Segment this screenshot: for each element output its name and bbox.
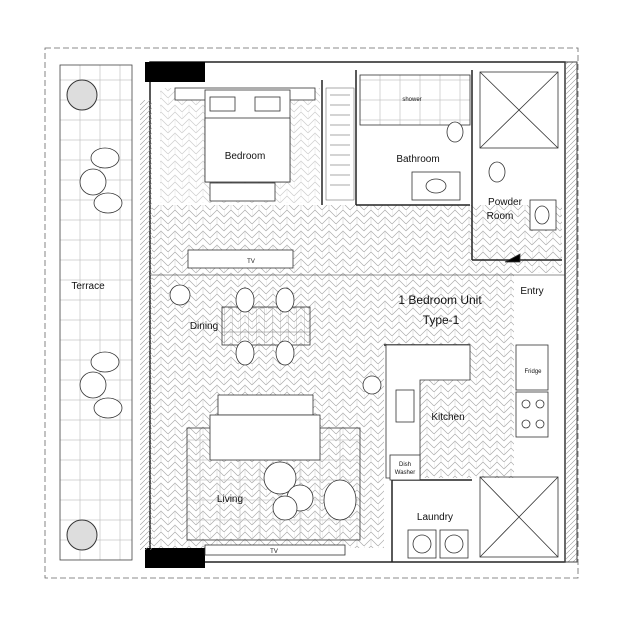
tv-cabinet-living — [204, 544, 346, 556]
plant-icon — [66, 79, 98, 111]
kitchen-counter — [385, 344, 549, 481]
fridge-label: Fridge — [524, 369, 542, 375]
kitchen-label: Kitchen — [431, 412, 464, 423]
bathroom-label: Bathroom — [396, 154, 439, 165]
bedroom — [174, 87, 316, 269]
facade — [140, 100, 152, 550]
terrace-label: Terrace — [71, 281, 105, 292]
terrace: Terrace — [59, 64, 133, 561]
dishwasher — [389, 454, 421, 481]
site-boundary — [44, 47, 579, 579]
exterior-wall — [564, 61, 578, 563]
dining-label: Dining — [190, 321, 218, 332]
fridge — [515, 344, 549, 391]
tv-label-living: TV — [270, 549, 278, 555]
dishwasher-label-2: Washer — [395, 470, 415, 476]
wall-column-bottom — [145, 548, 205, 568]
unit-type: Type-1 — [423, 313, 460, 327]
wall-column-top — [145, 62, 205, 82]
unit-title: 1 Bedroom Unit — [398, 293, 482, 307]
shower-label: shower — [402, 97, 421, 103]
tv-label-bedroom: TV — [247, 259, 255, 265]
powder-room — [488, 161, 557, 263]
shaft — [479, 71, 559, 558]
entry-floor — [384, 273, 514, 348]
tv-cabinet-bedroom — [187, 249, 294, 269]
living-label: Living — [217, 494, 243, 505]
dishwasher-label-1: Dish — [399, 462, 411, 468]
laundry — [407, 529, 469, 559]
powder-label-1: Powder — [488, 197, 523, 208]
bathroom — [359, 74, 471, 201]
closet — [325, 87, 355, 201]
entry-label: Entry — [520, 286, 543, 297]
plant-icon — [66, 519, 98, 551]
powder-label-2: Room — [487, 211, 514, 222]
dining-table — [169, 284, 311, 366]
living-area — [186, 375, 382, 556]
bedroom-label: Bedroom — [225, 151, 266, 162]
laundry-label: Laundry — [417, 512, 453, 523]
